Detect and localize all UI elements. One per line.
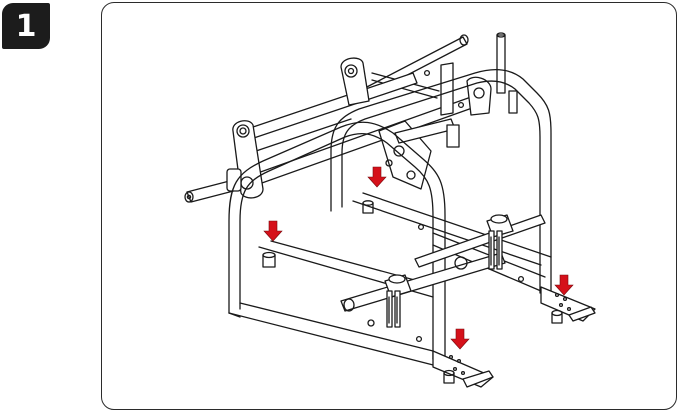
arrow-down-icon (368, 167, 386, 187)
front-foot-plate (433, 351, 493, 387)
arrow-down-icon (451, 329, 469, 349)
rear-storage-post (487, 215, 513, 269)
cross-member (341, 215, 545, 311)
step-badge: 1 (2, 3, 50, 49)
center-mechanism (379, 119, 459, 189)
arrow-down-icon (264, 221, 282, 241)
illustration-panel (101, 2, 677, 410)
step-number: 1 (16, 12, 37, 42)
front-storage-post (385, 275, 411, 327)
arrow-down-icon (555, 275, 573, 295)
rear-foot-plate (541, 287, 595, 323)
frame-illustration (102, 3, 677, 410)
